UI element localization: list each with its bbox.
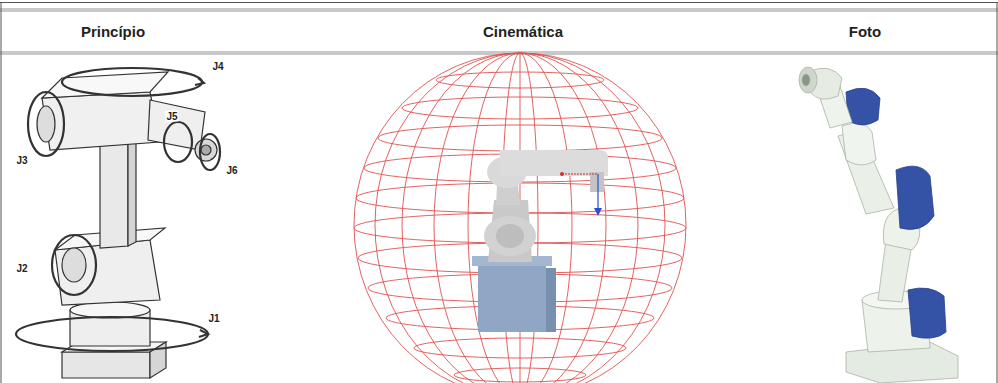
- joint-label: J6: [225, 165, 238, 176]
- robot-line-drawing: [16, 68, 220, 378]
- column-header: Cinemática: [483, 23, 563, 40]
- robot-model: [472, 150, 608, 332]
- joint-label: J2: [15, 263, 28, 274]
- joint-label: J3: [15, 155, 28, 166]
- column-header: Foto: [849, 23, 881, 40]
- column-header: Princípio: [81, 23, 145, 40]
- joint-label: J4: [211, 61, 224, 72]
- joint-label: J1: [207, 313, 220, 324]
- workspace-sphere: [354, 53, 686, 383]
- joint-label: J5: [165, 111, 178, 122]
- robot-photo: [799, 67, 958, 383]
